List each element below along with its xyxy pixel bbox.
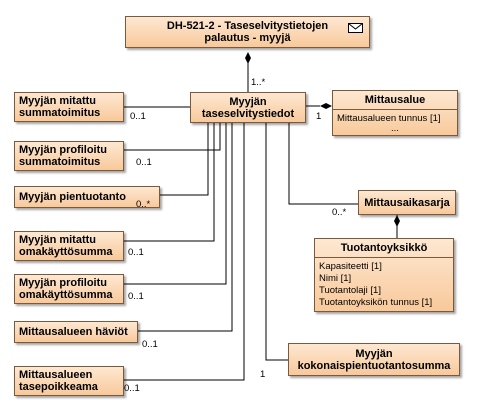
- tasepoikkeama-line2: tasepoikkeama: [19, 381, 98, 393]
- connector-profiloitu-omak: [124, 123, 227, 285]
- top-block[interactable]: DH-521-2 - Taseselvitystietojen palautus…: [125, 16, 370, 48]
- profiloitu-summatoimitus-line2: summatoimitus: [19, 156, 101, 168]
- diamond-mittausalue: [320, 103, 332, 109]
- kokonais-line2: kokonaispientuotantosumma: [297, 359, 451, 372]
- tuotantoyksikko-attr: Nimi [1]: [319, 273, 352, 284]
- mittausalue-class[interactable]: Mittausalue Mittausalueen tunnus [1] ...: [332, 90, 458, 136]
- center-block-line2: taseselvitystiedot: [201, 107, 295, 120]
- profiloitu-omakayttosumma-line1: Myyjän profiloitu: [19, 277, 107, 289]
- mult-mittausalue: 1: [316, 111, 322, 122]
- pientuotanto-block[interactable]: Myyjän pientuotanto: [14, 186, 160, 208]
- tuotantoyksikko-attributes: Kapasiteetti [1] Nimi [1] Tuotantolaji […: [315, 258, 453, 311]
- mitattu-summatoimitus-block[interactable]: Myyjän mitattu summatoimitus: [14, 92, 124, 122]
- profiloitu-summatoimitus-line1: Myyjän profiloitu: [19, 144, 107, 156]
- haviot-label: Mittausalueen häviöt: [19, 326, 128, 338]
- mitattu-omakayttosumma-line1: Myyjän mitattu: [19, 234, 97, 246]
- connector-kokonais: [265, 123, 288, 361]
- kokonais-block[interactable]: Myyjän kokonaispientuotantosumma: [288, 343, 460, 376]
- envelope-icon: [348, 23, 363, 33]
- mittausalue-title: Mittausalue: [333, 91, 457, 110]
- center-block-line1: Myyjän: [229, 95, 267, 108]
- pientuotanto-label: Myyjän pientuotanto: [19, 191, 126, 203]
- mittausalue-attr: Mittausalueen tunnus [1]: [337, 113, 441, 124]
- tuotantoyksikko-title: Tuotantoyksikkö: [315, 239, 453, 258]
- tuotantoyksikko-class[interactable]: Tuotantoyksikkö Kapasiteetti [1] Nimi [1…: [314, 238, 454, 312]
- mult-tasepoikkeama: 0..1: [124, 383, 140, 394]
- center-block[interactable]: Myyjän taseselvitystiedot: [190, 92, 306, 123]
- mult-haviot: 0..1: [142, 339, 158, 350]
- mult-mitattu-omak: 0..1: [128, 247, 144, 258]
- top-block-line2: palautus - myyjä: [204, 32, 291, 44]
- mitattu-omakayttosumma-block[interactable]: Myyjän mitattu omakäyttösumma: [14, 231, 124, 261]
- tasepoikkeama-line1: Mittausalueen: [19, 369, 93, 381]
- connector-pientuotanto: [160, 123, 209, 196]
- profiloitu-summatoimitus-block[interactable]: Myyjän profiloitu summatoimitus: [14, 141, 124, 171]
- mittausaikasarja-block[interactable]: Mittausaikasarja: [358, 190, 456, 215]
- tasepoikkeama-block[interactable]: Mittausalueen tasepoikkeama: [14, 366, 124, 396]
- mitattu-summatoimitus-line2: summatoimitus: [19, 107, 101, 119]
- mult-top: 1..*: [251, 77, 266, 88]
- connector-profiloitu-summa: [124, 123, 221, 151]
- diamond-tuotantoyksikko: [394, 215, 400, 227]
- mult-kokonais: 1: [260, 369, 266, 380]
- mult-profiloitu-summa: 0..1: [136, 157, 152, 168]
- tuotantoyksikko-attr: Kapasiteetti [1]: [319, 261, 382, 272]
- top-block-line1: DH-521-2 - Taseselvitystietojen: [166, 20, 329, 32]
- haviot-block[interactable]: Mittausalueen häviöt: [14, 321, 138, 343]
- connector-haviot: [138, 123, 233, 332]
- tuotantoyksikko-attr: Tuotantolaji [1]: [319, 285, 381, 296]
- mult-pientuotanto: 0..*: [136, 199, 151, 210]
- mittausalue-attr: ...: [391, 123, 399, 134]
- mittausaikasarja-title: Mittausaikasarja: [364, 196, 450, 209]
- connector-tasepoikkeama: [124, 123, 245, 381]
- tuotantoyksikko-attr: Tuotantoyksikön tunnus [1]: [319, 297, 433, 308]
- mult-mittausaikasarja: 0..*: [332, 207, 347, 218]
- mitattu-omakayttosumma-line2: omakäyttösumma: [19, 246, 113, 258]
- kokonais-line1: Myyjän: [355, 347, 393, 360]
- mitattu-summatoimitus-line1: Myyjän mitattu: [19, 95, 97, 107]
- mittausalue-attributes: Mittausalueen tunnus [1] ...: [333, 110, 457, 134]
- diamond-top: [245, 52, 251, 64]
- connector-mitattu-omak: [124, 123, 215, 242]
- mult-profiloitu-omak: 0..1: [128, 291, 144, 302]
- mult-mitattu-summa: 0..1: [130, 111, 146, 122]
- profiloitu-omakayttosumma-block[interactable]: Myyjän profiloitu omakäyttösumma: [14, 274, 124, 304]
- connector-mittausaikasarja: [288, 123, 358, 205]
- profiloitu-omakayttosumma-line2: omakäyttösumma: [19, 289, 113, 301]
